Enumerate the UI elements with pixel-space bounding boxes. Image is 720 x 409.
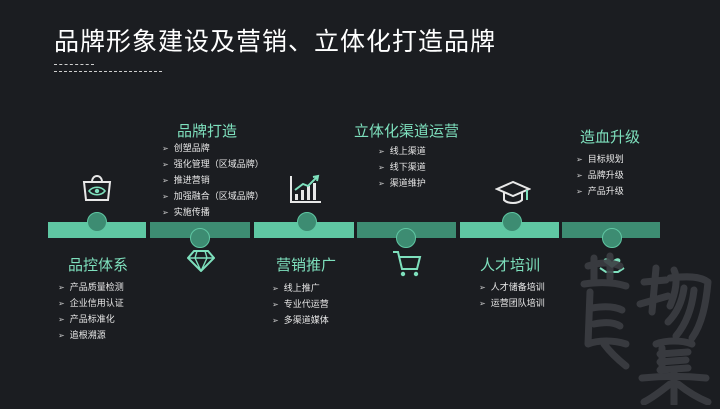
- channel-operation-list: 线上渠道 线下渠道 渠道维护: [378, 144, 426, 192]
- list-item: 专业代运营: [272, 297, 329, 313]
- timeline-node: [190, 228, 210, 248]
- upgrade-list: 目标规划 品牌升级 产品升级: [576, 152, 624, 200]
- slide-title: 品牌形象建设及营销、立体化打造品牌: [54, 27, 497, 56]
- section-heading-upgrade: 造血升级: [580, 128, 641, 146]
- diamond-icon: [186, 250, 216, 276]
- list-item: 产品质量检测: [58, 280, 124, 296]
- section-heading-talent-training: 人才培训: [480, 256, 541, 274]
- list-item: 创塑品牌: [162, 141, 264, 157]
- list-item: 线下渠道: [378, 160, 426, 176]
- timeline-node: [602, 228, 622, 248]
- list-item: 推进营销: [162, 173, 264, 189]
- list-item: 目标规划: [576, 152, 624, 168]
- talent-training-list: 人才储备培训 运营团队培训: [479, 280, 545, 312]
- section-heading-quality-control: 品控体系: [68, 256, 129, 274]
- title-underline-short: [54, 64, 94, 65]
- marketing-list: 线上推广 专业代运营 多渠道媒体: [272, 281, 329, 329]
- list-item: 产品升级: [576, 184, 624, 200]
- list-item: 强化管理（区域品牌）: [162, 157, 264, 173]
- list-item: 运营团队培训: [479, 296, 545, 312]
- section-heading-channel-operation: 立体化渠道运营: [354, 122, 460, 140]
- title-underline-long: [54, 71, 162, 72]
- list-item: 企业信用认证: [58, 296, 124, 312]
- list-item: 品牌升级: [576, 168, 624, 184]
- timeline-node: [297, 212, 317, 232]
- quality-control-list: 产品质量检测 企业信用认证 产品标准化 追根溯源: [58, 280, 124, 344]
- eye-bag-icon: [80, 170, 114, 206]
- timeline-node: [396, 228, 416, 248]
- timeline-node: [87, 212, 107, 232]
- list-item: 线上渠道: [378, 144, 426, 160]
- brand-building-list: 创塑品牌 强化管理（区域品牌） 推进营销 加强融合（区域品牌） 实施传播: [162, 141, 264, 221]
- calligraphy-logo: [570, 248, 720, 408]
- graduation-cap-icon: [494, 180, 532, 210]
- list-item: 线上推广: [272, 281, 329, 297]
- section-heading-marketing: 营销推广: [276, 256, 337, 274]
- shopping-cart-icon: [392, 250, 422, 282]
- list-item: 加强融合（区域品牌）: [162, 189, 264, 205]
- list-item: 实施传播: [162, 205, 264, 221]
- list-item: 产品标准化: [58, 312, 124, 328]
- list-item: 追根溯源: [58, 328, 124, 344]
- growth-chart-icon: [289, 174, 323, 208]
- list-item: 多渠道媒体: [272, 313, 329, 329]
- list-item: 渠道维护: [378, 176, 426, 192]
- list-item: 人才储备培训: [479, 280, 545, 296]
- timeline-node: [502, 212, 522, 232]
- section-heading-brand-building: 品牌打造: [177, 122, 238, 140]
